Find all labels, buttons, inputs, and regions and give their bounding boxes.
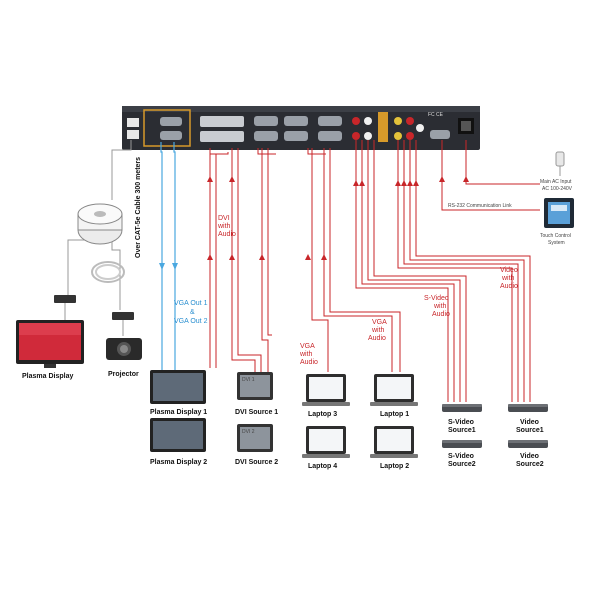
laptop-4: Laptop 4: [302, 426, 350, 470]
svg-text:FC CE: FC CE: [428, 112, 444, 118]
svg-text:with: with: [299, 351, 313, 358]
svg-text:Audio: Audio: [432, 311, 450, 318]
vga-out-lines: [159, 142, 178, 370]
svg-text:Main AC Input: Main AC Input: [540, 179, 572, 185]
cable-spool-icon: [77, 203, 123, 245]
svg-text:S-Video: S-Video: [448, 453, 474, 460]
laptop-4-label: Laptop 4: [308, 463, 337, 470]
laptop-3-label: Laptop 3: [308, 411, 337, 418]
svg-text:with: with: [501, 275, 515, 282]
touch-control-panel: Touch Control System: [540, 198, 574, 246]
cable-label: Over CAT-5e Cable 300 meters: [135, 157, 142, 258]
svg-text:Audio: Audio: [300, 359, 318, 366]
laptop-2: Laptop 2: [370, 426, 418, 470]
svg-text:with: with: [433, 303, 447, 310]
projector: Projector: [106, 338, 142, 378]
svg-text:AC 100-240V: AC 100-240V: [542, 186, 573, 192]
svg-text:VGA: VGA: [300, 343, 315, 350]
svg-text:DVI 1: DVI 1: [242, 377, 255, 383]
svg-text:Source1: Source1: [448, 427, 476, 434]
laptop-2-label: Laptop 2: [380, 463, 409, 470]
laptop-3: Laptop 3: [302, 374, 350, 418]
plasma-display-1-label: Plasma Display 1: [150, 409, 207, 416]
video-source-1: Video Source1: [508, 404, 548, 434]
svg-text:Touch Control: Touch Control: [540, 233, 571, 239]
plasma-display-label: Plasma Display: [22, 373, 73, 380]
power-plug-icon: Main AC Input AC 100-240V: [540, 151, 573, 192]
svg-text:Audio: Audio: [218, 231, 236, 238]
svideo-with-audio-label: S-Video with Audio: [424, 295, 450, 318]
svg-text:Source1: Source1: [516, 427, 544, 434]
svg-text:with: with: [217, 223, 231, 230]
svg-text:Audio: Audio: [368, 335, 386, 342]
projector-label: Projector: [108, 371, 139, 378]
vga-out-1-label: VGA Out 1: [174, 300, 208, 307]
plasma-display: Plasma Display: [16, 320, 84, 380]
plasma-display-1: Plasma Display 1: [150, 370, 207, 416]
svideo-source-1: S-Video Source1: [442, 404, 482, 434]
vga-with-audio-label-1: VGA with Audio: [299, 343, 318, 366]
svg-text:Video: Video: [520, 453, 539, 460]
plasma-display-2-label: Plasma Display 2: [150, 459, 207, 466]
vga-out-and-label: &: [190, 309, 195, 316]
svg-text:S-Video: S-Video: [424, 295, 449, 302]
vga-out-2-label: VGA Out 2: [174, 318, 208, 325]
svg-text:Video: Video: [500, 267, 518, 274]
dvi-source-2-label: DVI Source 2: [235, 459, 278, 466]
matrix-switcher-rear-panel: FC CE: [122, 106, 480, 150]
cat5-link-group: Over CAT-5e Cable 300 meters: [54, 140, 142, 336]
rs232-label: RS-232 Communication Link: [448, 203, 512, 209]
video-source-2: Video Source2: [508, 440, 548, 468]
svideo-source-2: S-Video Source2: [442, 440, 482, 468]
input-signal-lines: [209, 140, 540, 402]
receiver-box-right: [112, 312, 134, 320]
receiver-box-left: [54, 295, 76, 303]
svg-text:DVI 2: DVI 2: [242, 429, 255, 435]
dvi-with-audio-label: DVI with Audio: [217, 215, 236, 238]
coiled-cable-icon: [91, 261, 125, 283]
svg-text:with: with: [371, 327, 385, 334]
svg-text:Source2: Source2: [516, 461, 544, 468]
svg-text:VGA: VGA: [372, 319, 387, 326]
laptop-1-label: Laptop 1: [380, 411, 409, 418]
dvi-source-1: DVI 1 DVI Source 1: [235, 372, 278, 416]
svg-text:DVI: DVI: [218, 215, 230, 222]
dvi-source-1-label: DVI Source 1: [235, 409, 278, 416]
plasma-display-2: Plasma Display 2: [150, 418, 207, 466]
svg-text:Video: Video: [520, 419, 539, 426]
laptop-1: Laptop 1: [370, 374, 418, 418]
svg-text:Source2: Source2: [448, 461, 476, 468]
vga-with-audio-label-2: VGA with Audio: [368, 319, 387, 342]
video-with-audio-label: Video with Audio: [500, 267, 518, 290]
input-arrowheads: [207, 176, 469, 260]
svg-text:S-Video: S-Video: [448, 419, 474, 426]
svg-text:System: System: [548, 240, 565, 246]
dvi-source-2: DVI 2 DVI Source 2: [235, 424, 278, 466]
svg-text:Audio: Audio: [500, 283, 518, 290]
